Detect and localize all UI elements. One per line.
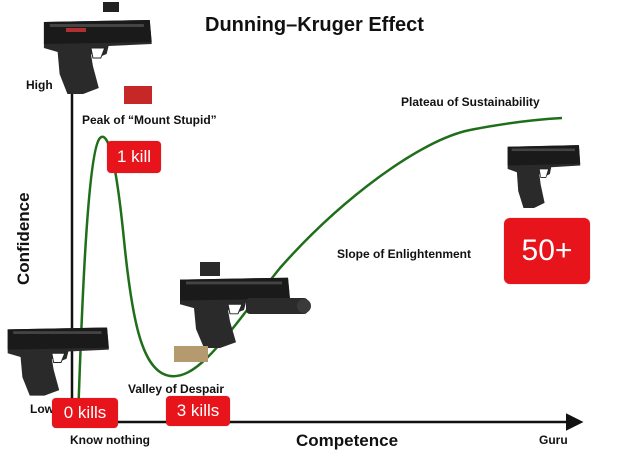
- badge-three-kills: 3 kills: [166, 396, 230, 426]
- confidence-curve: [76, 116, 563, 421]
- x-axis-title: Competence: [296, 431, 399, 450]
- x-axis-end-label: Guru: [539, 433, 568, 447]
- diagram-title: Dunning–Kruger Effect: [205, 14, 424, 36]
- pistol-with-red-dot-sight-icon: [43, 2, 153, 104]
- stage-slope-label: Slope of Enlightenment: [337, 247, 471, 261]
- stage-valley-label: Valley of Despair: [128, 382, 225, 396]
- y-axis-title: Confidence: [14, 192, 33, 285]
- stage-peak-label: Peak of “Mount Stupid”: [82, 113, 217, 127]
- y-axis-high-label: High: [26, 78, 53, 92]
- badge-zero-kills: 0 kills: [52, 398, 118, 428]
- badge-fifty-plus: 50+: [504, 218, 590, 284]
- stage-plateau-label: Plateau of Sustainability: [401, 95, 540, 109]
- badge-one-kill: 1 kill: [107, 141, 161, 173]
- x-axis-start-label: Know nothing: [70, 433, 150, 447]
- pistol-with-optic-and-light-icon: [174, 262, 311, 362]
- y-axis-low-label: Low: [30, 402, 54, 416]
- compact-pistol-icon: [7, 327, 110, 397]
- compact-pistol-icon: [507, 144, 581, 209]
